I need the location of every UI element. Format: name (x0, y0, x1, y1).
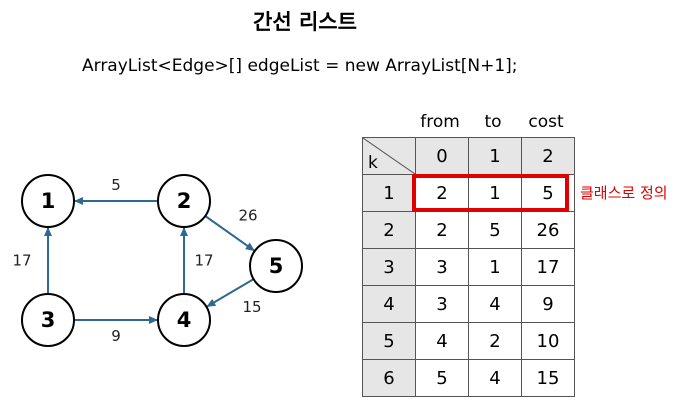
edge-weight-label: 15 (242, 298, 261, 316)
to-cell: 4 (468, 285, 522, 323)
edge-5-to-4 (206, 278, 255, 308)
graph-node-1: 1 (21, 174, 75, 228)
graph-node-3: 3 (21, 293, 75, 347)
edge-table: k 0 1 2 1 2 1 5 2 2 5 26 3 3 1 17 4 3 4 … (362, 137, 575, 397)
from-cell: 3 (415, 285, 469, 323)
table-row: 2 2 5 26 (362, 211, 575, 249)
edge-weight-label: 5 (111, 176, 121, 194)
to-cell: 1 (468, 248, 522, 286)
row-index-cell: 4 (362, 285, 416, 323)
node-label: 1 (41, 189, 56, 213)
row-index-cell: 2 (362, 211, 416, 249)
cost-cell: 17 (521, 248, 575, 286)
table-row: 3 3 1 17 (362, 248, 575, 286)
node-label: 4 (177, 308, 192, 332)
edge-weight-label: 17 (12, 252, 31, 270)
graph-node-4: 4 (157, 293, 211, 347)
column-title-from: from (420, 112, 460, 132)
row-index-cell: 6 (362, 359, 416, 397)
table-row: 4 3 4 9 (362, 285, 575, 323)
from-cell: 2 (415, 211, 469, 249)
graph-node-5: 5 (249, 239, 303, 293)
corner-cell: k (362, 137, 416, 175)
edge-weight-label: 17 (194, 252, 213, 270)
to-cell: 4 (468, 359, 522, 397)
row-index-cell: 3 (362, 248, 416, 286)
node-label: 2 (177, 189, 192, 213)
row-index-cell: 5 (362, 322, 416, 360)
node-label: 5 (269, 254, 284, 278)
highlight-note: 클래스로 정의 (580, 184, 668, 202)
to-cell: 1 (468, 174, 522, 212)
edge-weight-label: 26 (238, 207, 257, 225)
table-row: 6 5 4 15 (362, 359, 575, 397)
cost-cell: 10 (521, 322, 575, 360)
from-cell: 4 (415, 322, 469, 360)
code-line: ArrayList<Edge>[] edgeList = new ArrayLi… (82, 56, 518, 76)
node-circle (157, 174, 211, 228)
corner-diagonal (363, 138, 415, 174)
header-index-cell: 2 (521, 137, 575, 175)
column-title-to: to (484, 112, 502, 132)
header-index-cell: 0 (415, 137, 469, 175)
page-title: 간선 리스트 (253, 10, 357, 34)
header-index-cell: 1 (468, 137, 522, 175)
node-label: 3 (41, 308, 56, 332)
table-header-row: k 0 1 2 (362, 137, 575, 175)
row-index-cell: 1 (362, 174, 416, 212)
node-circle (21, 293, 75, 347)
node-circle (157, 293, 211, 347)
node-circle (249, 239, 303, 293)
table-row: 5 4 2 10 (362, 322, 575, 360)
to-cell: 2 (468, 322, 522, 360)
edge-weight-label: 9 (111, 327, 121, 345)
row-highlight-box (412, 174, 569, 212)
from-cell: 5 (415, 359, 469, 397)
cost-cell: 26 (521, 211, 575, 249)
graph-node-2: 2 (157, 174, 211, 228)
cost-cell: 9 (521, 285, 575, 323)
column-title-cost: cost (528, 112, 564, 132)
corner-label: k (368, 153, 378, 173)
from-cell: 3 (415, 248, 469, 286)
to-cell: 5 (468, 211, 522, 249)
cost-cell: 15 (521, 359, 575, 397)
edge-2-to-5 (204, 215, 255, 252)
node-circle (21, 174, 75, 228)
